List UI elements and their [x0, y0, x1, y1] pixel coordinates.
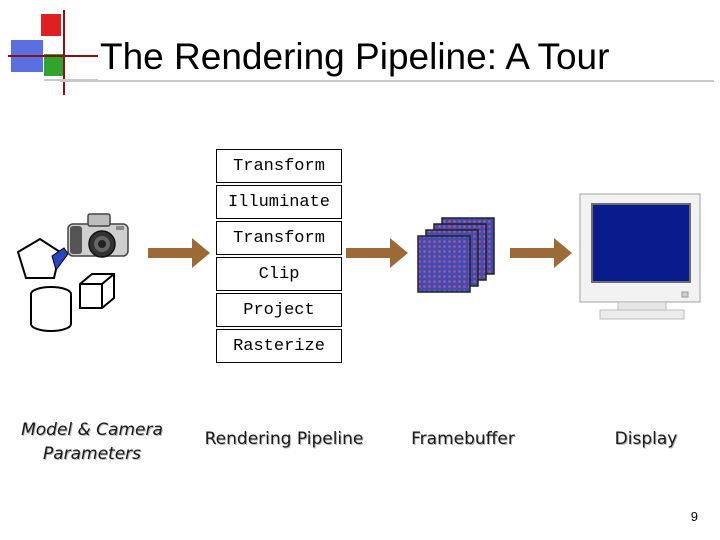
arrow-right-icon — [346, 238, 408, 268]
framebuffer-stack-icon — [417, 217, 495, 293]
caption-framebuffer: Framebuffer — [411, 429, 515, 449]
stage-transform-2: Transform — [216, 221, 342, 255]
stage-project: Project — [216, 293, 342, 327]
cube-icon — [79, 273, 115, 309]
stage-clip: Clip — [216, 257, 342, 291]
logo-squares-icon — [8, 10, 98, 95]
caption-display: Display — [614, 429, 678, 449]
slide-title: The Rendering Pipeline: A Tour — [100, 36, 610, 77]
stage-transform: Transform — [216, 149, 342, 183]
stage-rasterize: Rasterize — [216, 329, 342, 363]
stage-illuminate: Illuminate — [216, 185, 342, 219]
monitor-icon — [579, 193, 701, 320]
arrow-right-icon — [148, 238, 210, 268]
pentagon-icon — [16, 237, 69, 279]
page-number: 9 — [690, 509, 698, 524]
cylinder-icon — [30, 286, 72, 332]
caption-rendering-pipeline: Rendering Pipeline — [204, 429, 364, 449]
caption-model-camera: Model & Camera Parameters — [14, 418, 170, 466]
camera-icon — [67, 213, 129, 258]
arrow-right-icon — [510, 238, 572, 268]
title-underline — [60, 80, 714, 82]
caption-model-camera-line1: Model & Camera — [21, 420, 163, 440]
caption-model-camera-line2: Parameters — [42, 444, 142, 464]
